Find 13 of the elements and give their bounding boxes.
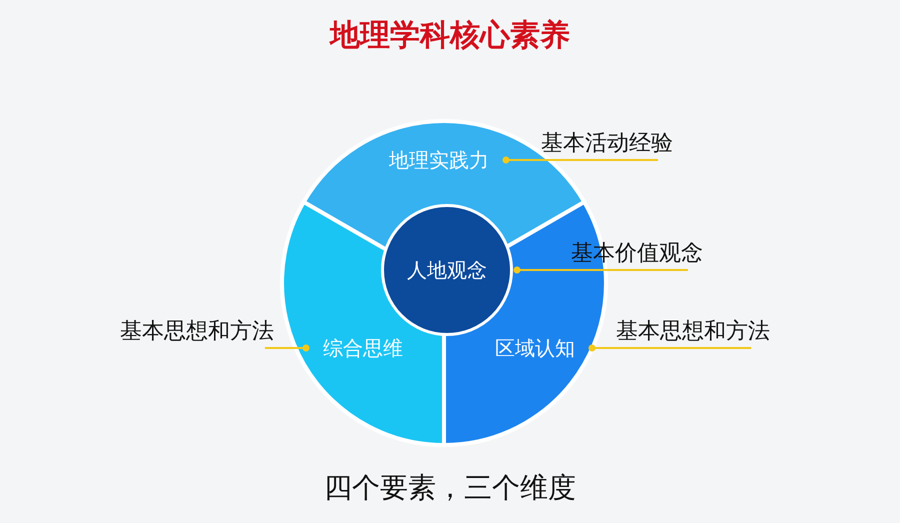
dimension-label: 基本思想和方法 xyxy=(120,318,274,346)
segment-label: 综合思维 xyxy=(323,335,403,362)
leader-line xyxy=(264,344,310,352)
segment-label: 人地观念 xyxy=(407,257,487,284)
leader-line xyxy=(502,156,658,164)
dimension-label: 基本活动经验 xyxy=(541,130,673,158)
leader-line xyxy=(514,266,688,274)
title: 地理学科核心素养 xyxy=(328,17,571,55)
segment-label: 地理实践力 xyxy=(389,147,489,174)
segment-label: 区域认知 xyxy=(495,335,575,362)
dimension-label: 基本思想和方法 xyxy=(616,318,770,346)
caption: 四个要素，三个维度 xyxy=(323,470,577,506)
leader-line xyxy=(588,344,752,352)
